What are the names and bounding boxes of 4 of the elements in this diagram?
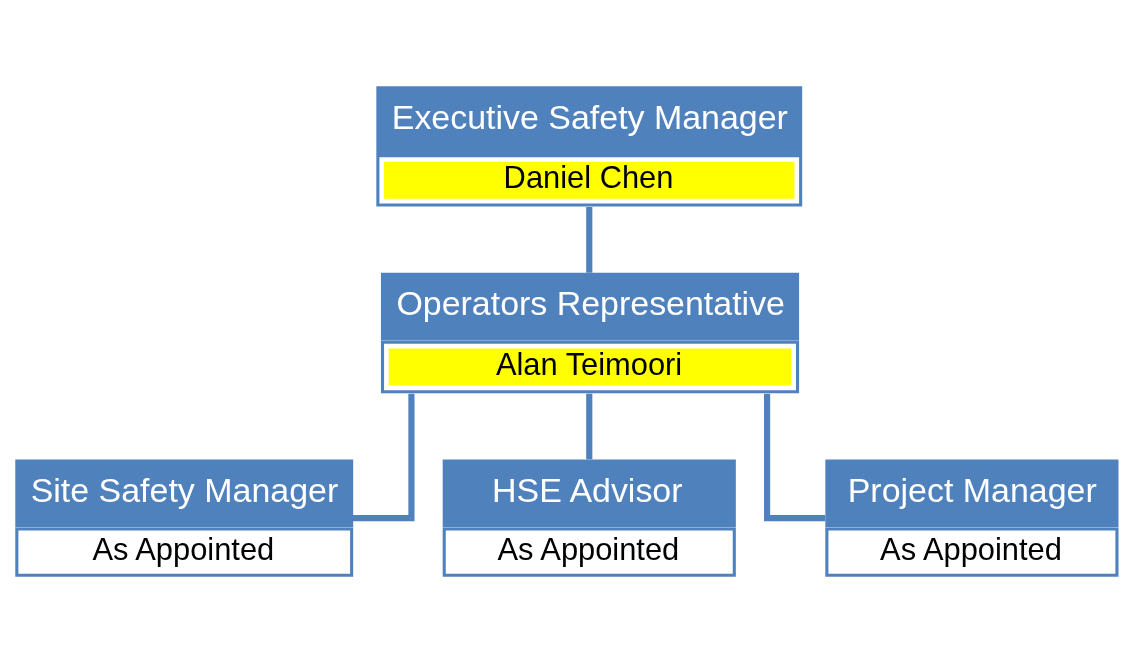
connector: [586, 393, 593, 460]
connector: [764, 393, 826, 522]
connector: [586, 206, 593, 273]
connector: [352, 393, 415, 522]
